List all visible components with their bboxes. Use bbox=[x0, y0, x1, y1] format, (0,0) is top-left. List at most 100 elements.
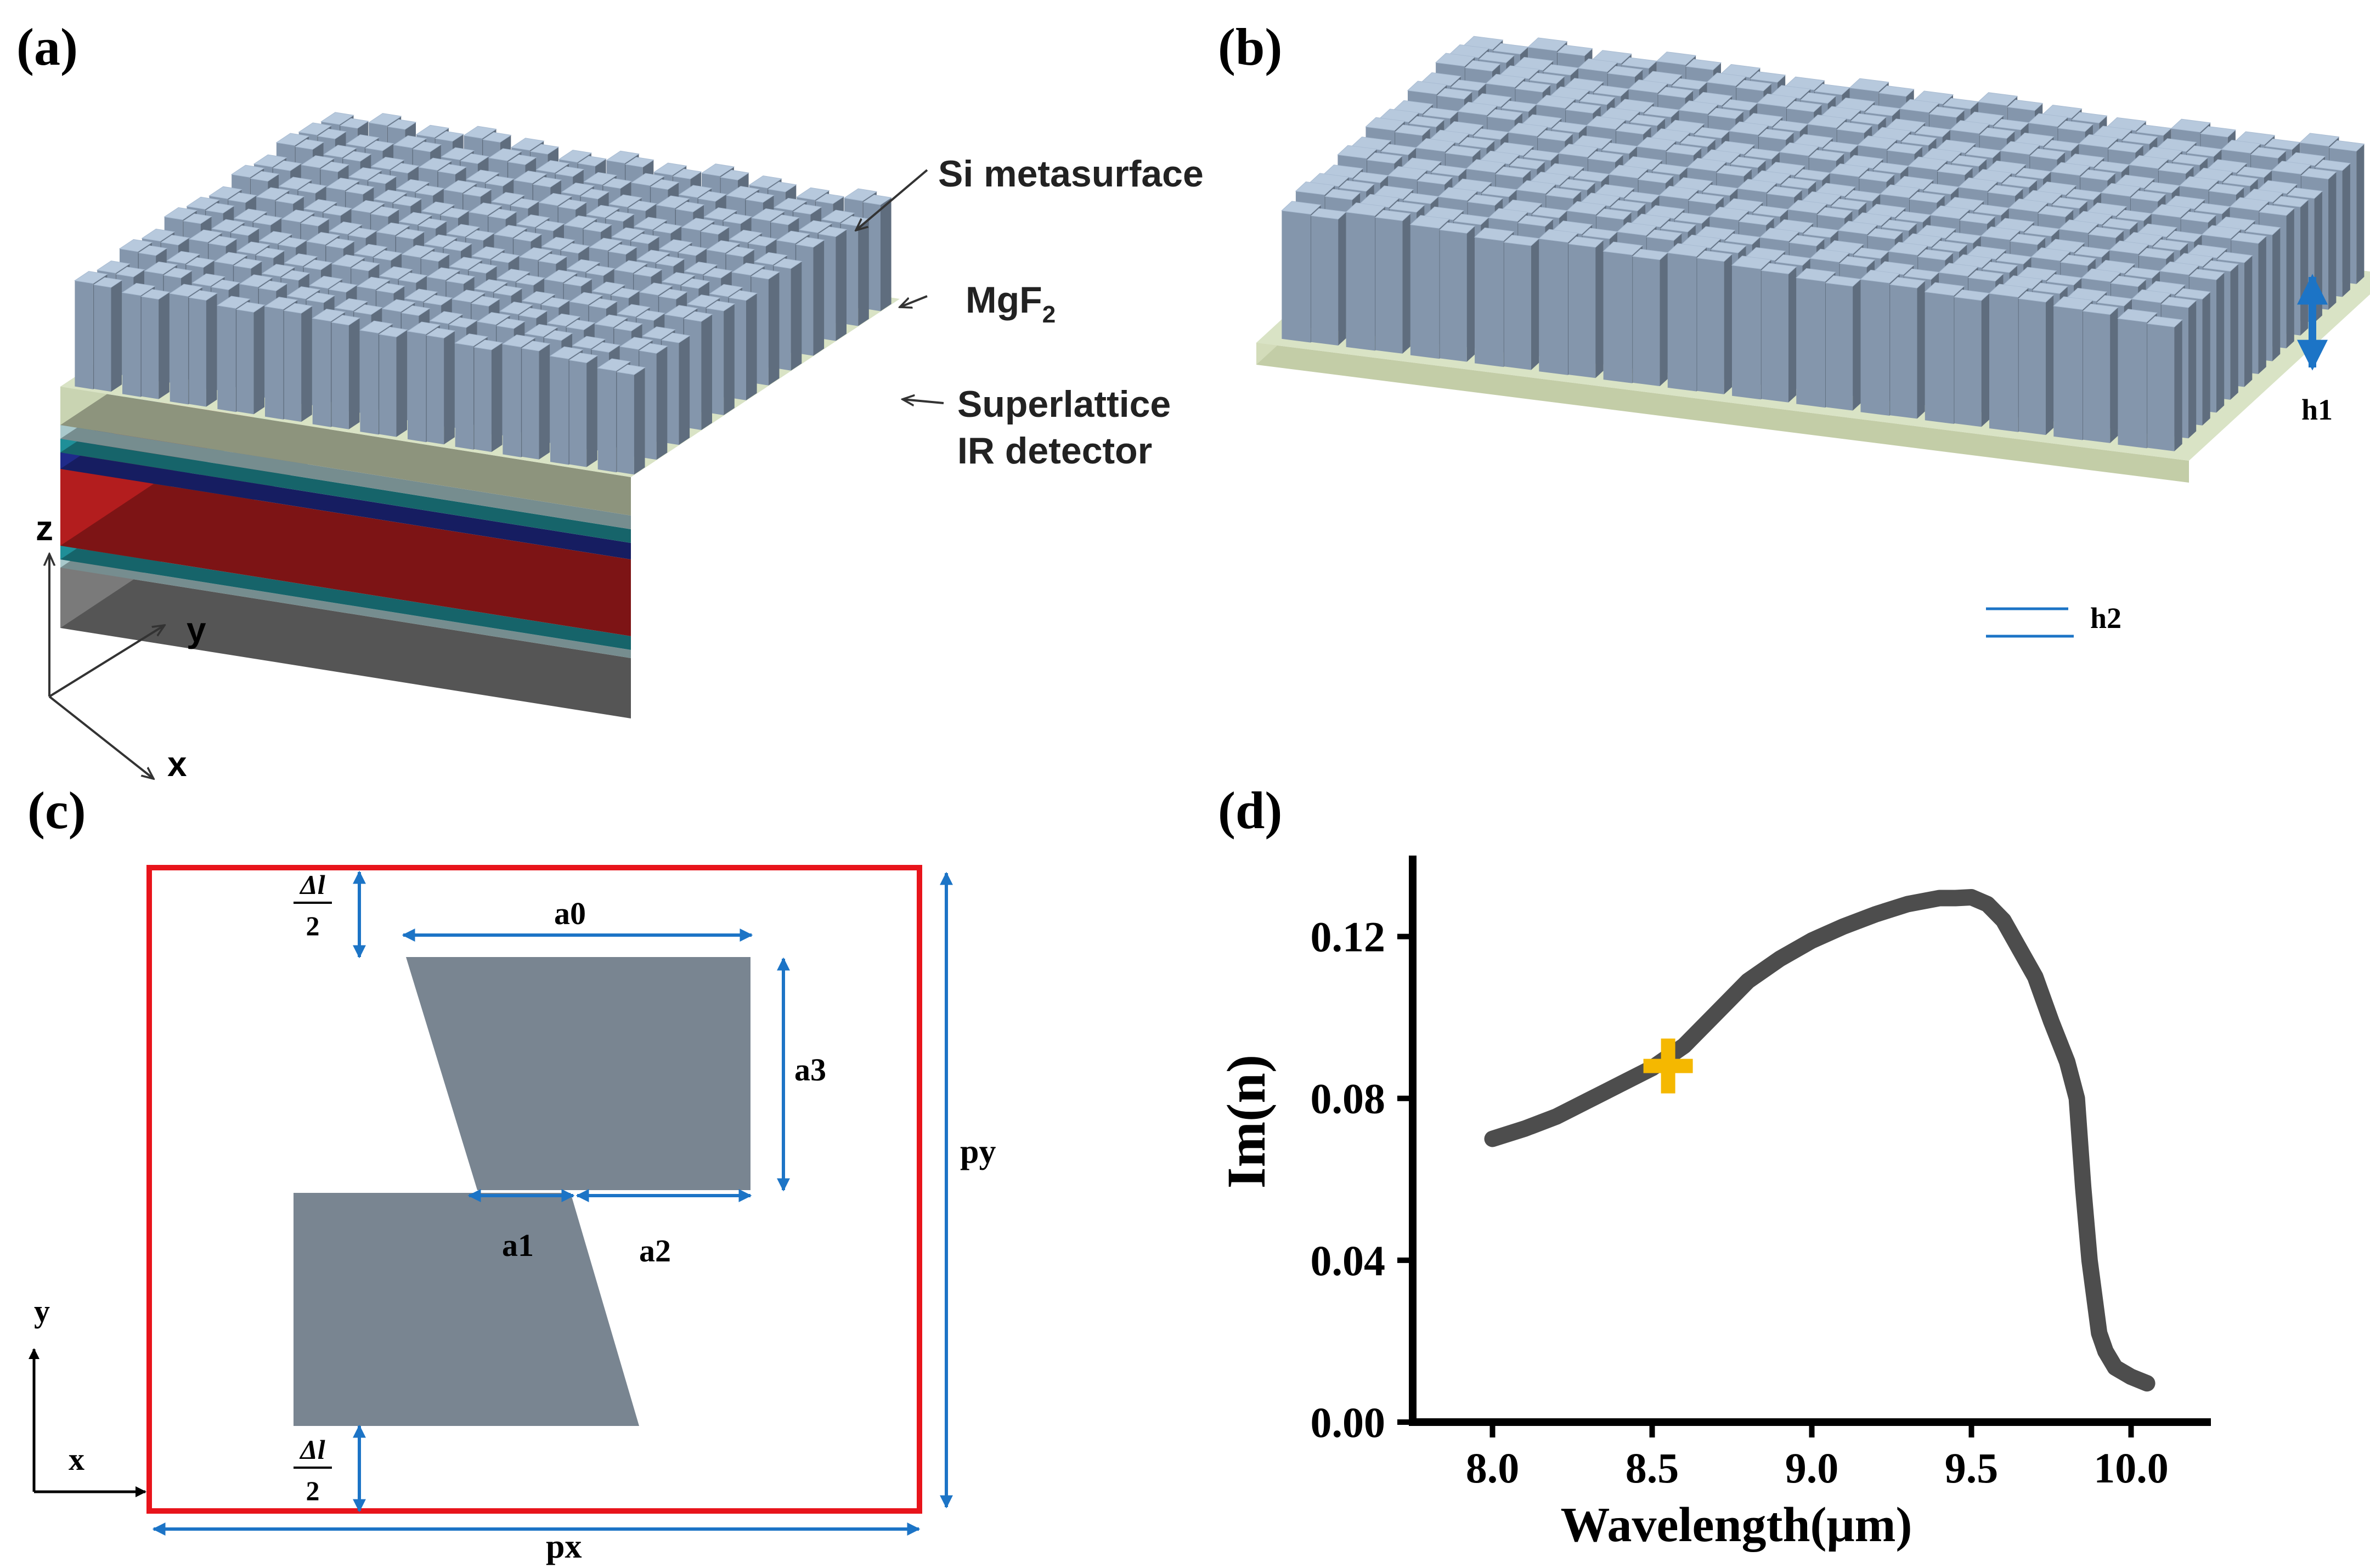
pillar-top bbox=[703, 207, 738, 220]
pillar-top bbox=[1401, 157, 1442, 172]
pillar-top bbox=[1642, 71, 1683, 85]
pillar-top bbox=[1770, 85, 1812, 99]
pillar-top bbox=[1545, 187, 1582, 199]
pillar-top bbox=[535, 220, 565, 231]
pillar-top bbox=[1787, 200, 1828, 214]
axis-label-z: z bbox=[36, 508, 53, 548]
pillar-top bbox=[376, 222, 410, 236]
pillar-top bbox=[1558, 144, 1599, 157]
pillar-face-x bbox=[1825, 282, 1853, 411]
pillar-top bbox=[2194, 202, 2231, 214]
pillar-top bbox=[1893, 176, 1934, 190]
pillar-top bbox=[1951, 155, 1988, 167]
pillar-top bbox=[2244, 224, 2281, 235]
pillar-top bbox=[214, 252, 248, 265]
pillar-top bbox=[636, 250, 670, 263]
pillar-face-x bbox=[597, 367, 617, 473]
pillar-top bbox=[1467, 194, 1504, 206]
pillar-top bbox=[301, 155, 335, 168]
pillar-top bbox=[1901, 233, 1943, 247]
pillar-top bbox=[2109, 240, 2149, 254]
pillar-top bbox=[443, 180, 478, 193]
pillar-top bbox=[2094, 161, 2130, 172]
pillar-face-y bbox=[1853, 279, 1861, 411]
pillar-top bbox=[1658, 185, 1700, 200]
pillar-top bbox=[233, 258, 263, 269]
pillar-top bbox=[1608, 165, 1649, 179]
pillar-face-x bbox=[569, 360, 587, 467]
pillar-top bbox=[1958, 177, 1999, 191]
pillar-top bbox=[424, 234, 458, 247]
pillar-top bbox=[1850, 113, 1887, 125]
chart-xlabel: Wavelength(μm) bbox=[1561, 1498, 1912, 1552]
pillar-top bbox=[300, 216, 330, 227]
pillar-top bbox=[1485, 73, 1526, 88]
pillar-top bbox=[1457, 101, 1498, 116]
pillar-top bbox=[1531, 207, 1568, 218]
pillar-top bbox=[1437, 187, 1479, 201]
pillar-top bbox=[1943, 98, 1979, 110]
pillar-top bbox=[1552, 220, 1593, 235]
pillar-face-x bbox=[1282, 210, 1311, 343]
pillar-top bbox=[1973, 204, 2010, 216]
pillar-top bbox=[2114, 174, 2155, 189]
pillar-face-y bbox=[746, 293, 757, 400]
pillar-face-y bbox=[881, 197, 891, 312]
pillar-top bbox=[2121, 133, 2158, 144]
pillar-top bbox=[2201, 225, 2242, 239]
pillar-face-x bbox=[1475, 237, 1504, 367]
pillar-top bbox=[1758, 128, 1795, 140]
pillar-array bbox=[1281, 36, 2365, 451]
pillar-top bbox=[1472, 128, 1509, 140]
pillar-top bbox=[140, 289, 171, 300]
pillar-top bbox=[1737, 179, 1778, 193]
pillar-top bbox=[1931, 240, 1968, 252]
pillar bbox=[93, 277, 123, 392]
pillar-top bbox=[589, 237, 623, 251]
pillar-top bbox=[1722, 99, 1758, 111]
pillar-top bbox=[1803, 227, 1839, 238]
pillar-top bbox=[1786, 100, 1822, 112]
pillar-top bbox=[1937, 163, 1973, 176]
pillar-top bbox=[138, 245, 168, 256]
pillar-top bbox=[1607, 66, 1644, 77]
pillar-face-x bbox=[1603, 251, 1633, 383]
pillar-face-x bbox=[236, 309, 254, 415]
pillar-top bbox=[2287, 187, 2323, 199]
pillar-top bbox=[1389, 201, 1425, 213]
pillar-top bbox=[1808, 150, 1845, 161]
pillar-face-x bbox=[1989, 293, 2018, 432]
pillar-top bbox=[1760, 263, 1797, 274]
pillar-top bbox=[1686, 157, 1728, 172]
pillar-top bbox=[345, 184, 375, 195]
mgf2-layer-front bbox=[60, 387, 631, 516]
pillar-top bbox=[495, 318, 526, 329]
pillar-top bbox=[487, 208, 517, 219]
pillar-top bbox=[1515, 81, 1551, 93]
pillar-top bbox=[1814, 83, 1850, 95]
pillar-top bbox=[512, 231, 543, 242]
pillar-top bbox=[1439, 222, 1476, 234]
pillar-top bbox=[2102, 218, 2138, 230]
pillar-top bbox=[236, 241, 270, 254]
pillar-top bbox=[2152, 239, 2189, 251]
pillar-top bbox=[2257, 180, 2298, 194]
pillar-top bbox=[1674, 212, 1711, 224]
pillar-top bbox=[2207, 159, 2248, 173]
pillar-top bbox=[502, 334, 536, 348]
pillar-top bbox=[1938, 263, 1979, 276]
pillar-top bbox=[2234, 131, 2276, 145]
pillar-top bbox=[1839, 256, 1876, 268]
pillar-top bbox=[2158, 162, 2194, 174]
pillar-top bbox=[725, 246, 755, 257]
pillar-top bbox=[2299, 133, 2340, 147]
pillar-top bbox=[1436, 88, 1473, 100]
pillar-top bbox=[1707, 107, 1744, 119]
pillar-top bbox=[1566, 201, 1607, 215]
teal-top-layer-front bbox=[60, 439, 631, 543]
pillar-top bbox=[634, 217, 668, 230]
y-tick-label: 0.04 bbox=[1311, 1237, 1386, 1284]
pillar-top bbox=[521, 341, 551, 352]
pillar-top bbox=[726, 186, 760, 199]
